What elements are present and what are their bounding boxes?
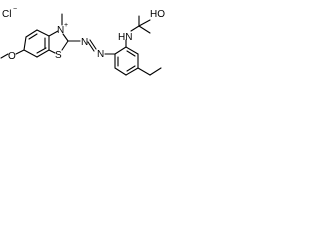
methyl-right-bond bbox=[138, 25, 151, 34]
ring-nitrogen-label: N bbox=[57, 25, 64, 36]
azo-nitrogen-2-label: N bbox=[97, 49, 104, 60]
chloride-label: Cl bbox=[2, 9, 11, 20]
structure-diagram: Cl − O N + S N N bbox=[0, 6, 165, 76]
methoxy-methyl-bond bbox=[0, 53, 9, 59]
amine-carbon-bond bbox=[130, 25, 140, 32]
ethyl-bond-1 bbox=[137, 67, 151, 76]
nitrogen-charge: + bbox=[64, 22, 68, 29]
benzo-ring bbox=[23, 29, 50, 58]
hydroxyl-bond bbox=[138, 19, 151, 27]
thiazole-ring bbox=[48, 30, 69, 54]
methoxy-oxygen-label: O bbox=[8, 51, 16, 62]
phenyl-ring bbox=[114, 46, 139, 76]
hydroxyl-label: HO bbox=[150, 9, 165, 20]
azo-double-bond-b bbox=[89, 39, 97, 50]
azo-nitrogen-1-label: N bbox=[81, 37, 88, 48]
methoxy-ring-bond bbox=[15, 49, 25, 55]
ring-sulfur-label: S bbox=[55, 50, 62, 61]
chloride-charge: − bbox=[13, 6, 17, 13]
ethyl-bond-2 bbox=[149, 67, 162, 76]
amine-label: HN bbox=[118, 32, 132, 43]
azo-double-bond-a bbox=[87, 41, 95, 52]
